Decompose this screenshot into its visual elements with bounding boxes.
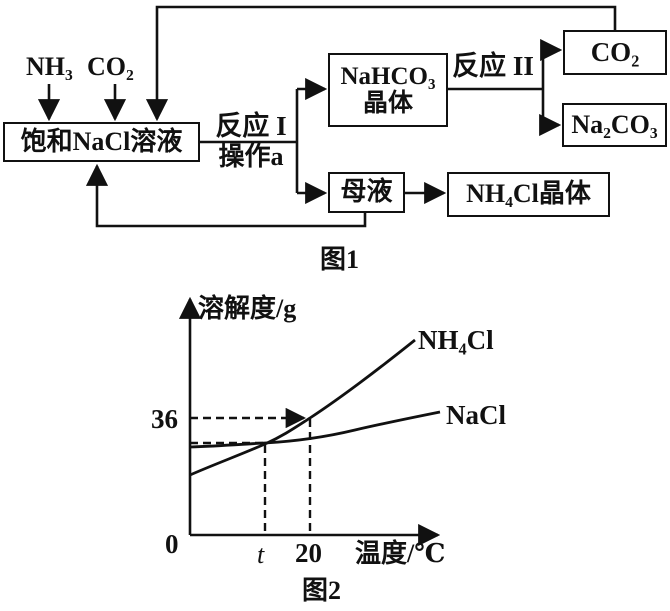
saturated-nacl-text: 饱和NaCl溶液 [20, 126, 183, 156]
operation-a-label: 操作a [218, 142, 284, 171]
x-axis-label: 温度/℃ [355, 539, 446, 568]
nh4cl-curve [189, 338, 416, 477]
xtick-20-label: 20 [295, 538, 322, 568]
mother-liquor-recycle-connector [85, 163, 367, 228]
mother-liquor-box: 母液 [328, 172, 405, 213]
na2co3-product-text: Na₂CO₃ [571, 109, 658, 139]
figure2-caption: 图2 [302, 576, 342, 605]
y-axis-label: 溶解度/g [198, 294, 297, 323]
nacl-curve-label: NaCl [446, 400, 506, 430]
co2-input-label: CO₂ [87, 52, 134, 81]
mother-liquor-text: 母液 [340, 177, 393, 207]
figure1-caption: 图1 [320, 245, 360, 274]
nh3-input-label: NH₃ [26, 52, 73, 81]
reaction1-label: 反应 I [215, 111, 287, 141]
saturated-nacl-box: 饱和NaCl溶液 [3, 122, 200, 162]
nacl-curve [189, 410, 441, 449]
nh4cl-crystal-text: NH₄Cl晶体 [466, 179, 591, 209]
nahco3-crystal-word: 晶体 [362, 90, 413, 117]
nahco3-crystal-box: NaHCO₃ 晶体 [328, 53, 448, 127]
ytick-36-label: 36 [151, 404, 178, 434]
origin-label: 0 [165, 529, 179, 559]
co2-recycle-connector [145, 5, 617, 122]
co2-product-text: CO₂ [590, 36, 640, 67]
reaction2-label: 反应 II [452, 51, 534, 81]
na2co3-product-box: Na₂CO₃ [562, 103, 667, 147]
nh4cl-crystal-box: NH₄Cl晶体 [447, 172, 610, 217]
nh4cl-curve-label: NH₄Cl [418, 325, 494, 355]
xtick-t-label: t [257, 540, 265, 569]
nahco3-formula: NaHCO₃ [340, 62, 436, 90]
co2-product-box: CO₂ [563, 30, 667, 75]
